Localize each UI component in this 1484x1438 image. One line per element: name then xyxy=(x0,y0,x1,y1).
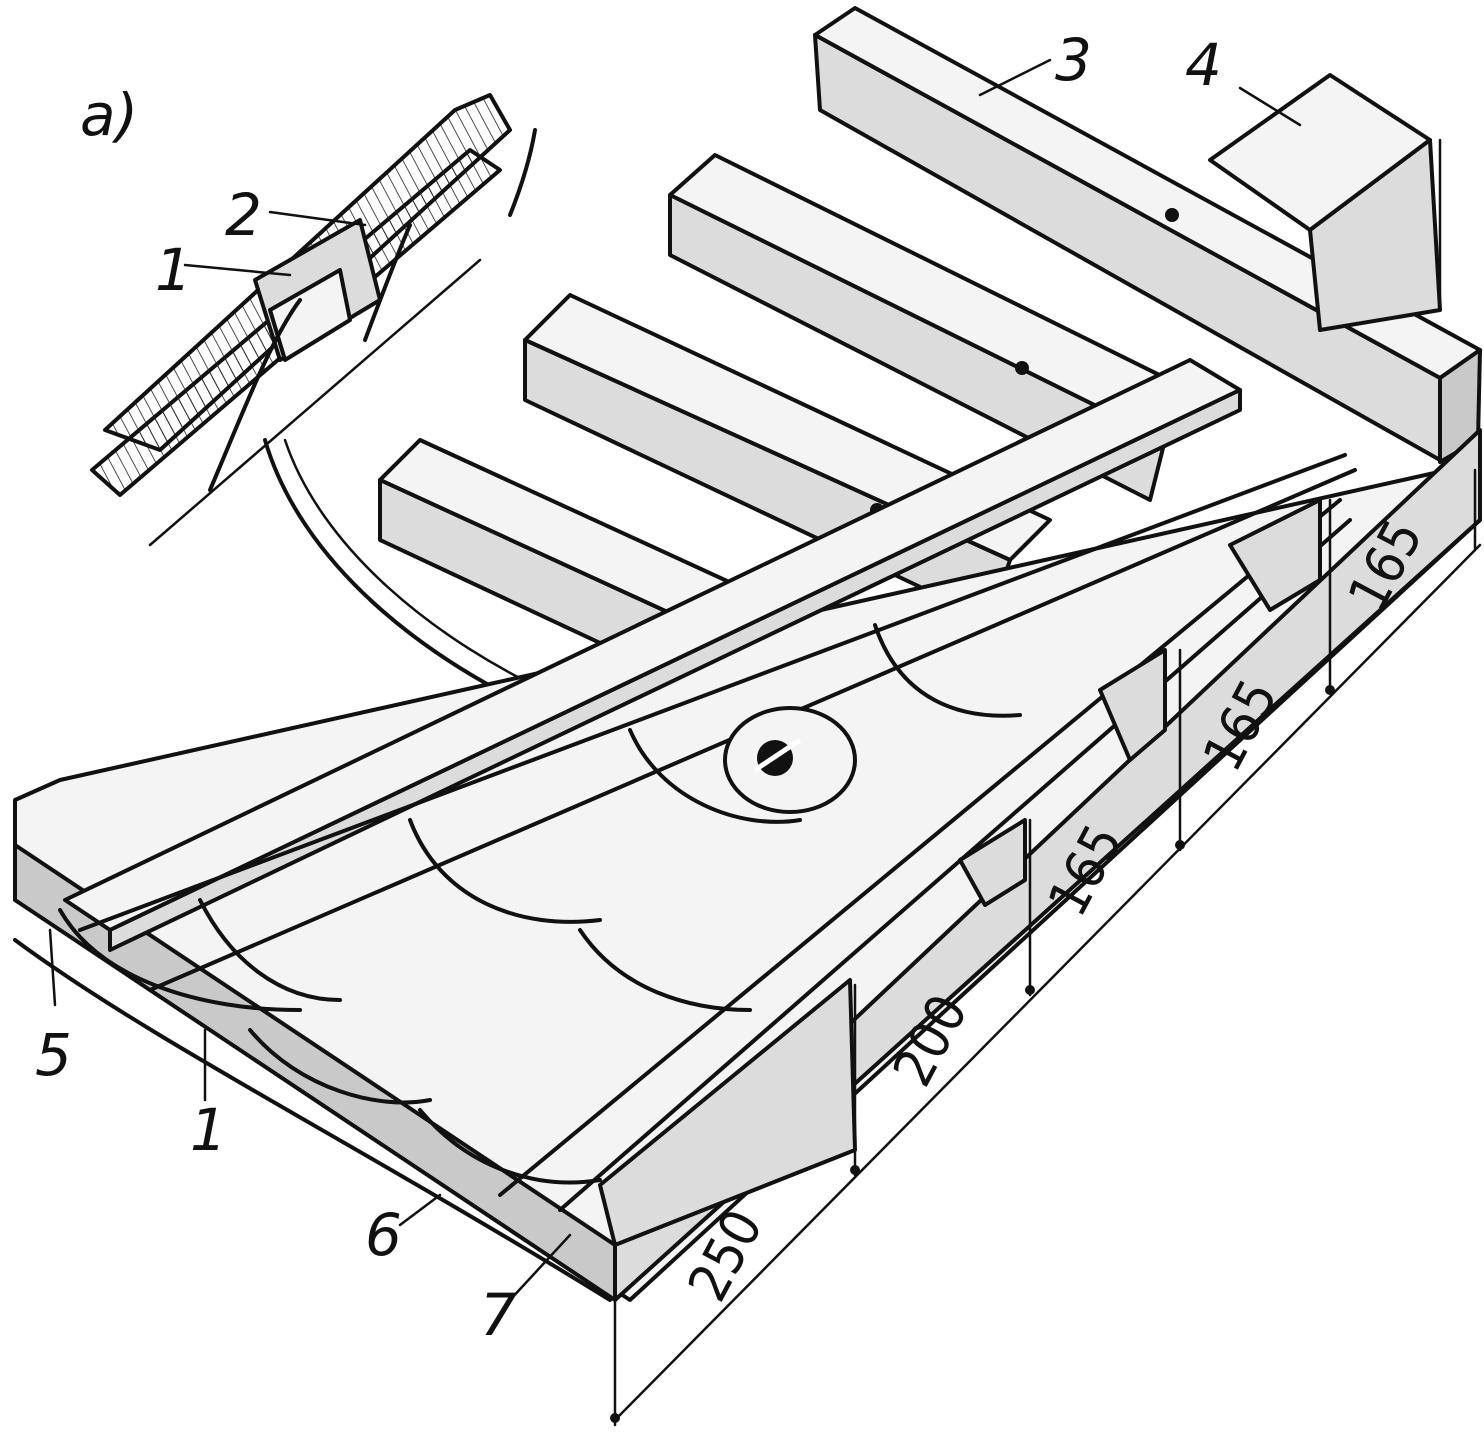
callout-2: 2 xyxy=(225,181,262,249)
callout-5: 5 xyxy=(35,1021,72,1089)
section-detail-inset xyxy=(90,93,537,547)
callout-7: 7 xyxy=(480,1281,517,1349)
callout-1-bottom: 1 xyxy=(190,1096,227,1164)
callout-3: 3 xyxy=(1055,26,1092,94)
floor-slab xyxy=(13,358,1482,1302)
panel-label: а) xyxy=(80,81,138,149)
callout-1-top: 1 xyxy=(155,236,192,304)
anchor-plate xyxy=(723,706,857,814)
callout-6: 6 xyxy=(365,1201,402,1269)
callout-leaders xyxy=(48,58,1302,1302)
dimension-lines xyxy=(610,138,1482,1427)
callout-4: 4 xyxy=(1185,31,1222,99)
